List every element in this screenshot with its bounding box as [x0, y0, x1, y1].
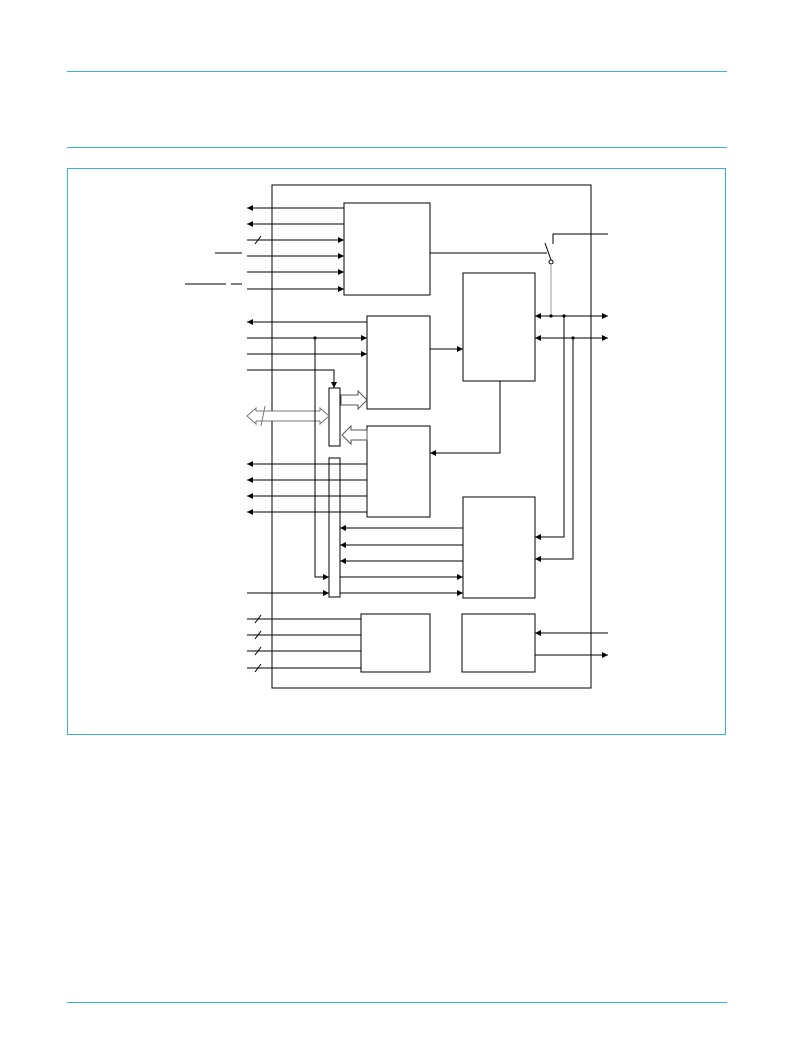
signal-line: [535, 338, 574, 562]
footer-rule: [67, 1002, 727, 1003]
overbar: [185, 252, 242, 285]
block-lower-middle: [366, 425, 431, 518]
header-rule-bottom: [67, 147, 727, 148]
junction-dot: [549, 314, 553, 318]
junction-dot: [313, 336, 317, 340]
junction-dot: [562, 314, 566, 318]
switch-icon: [430, 233, 608, 316]
signal-line: [247, 369, 337, 388]
bus-width-slash-icon: [254, 235, 266, 673]
header-rule-top: [67, 71, 727, 72]
bus-bar-lower: [328, 457, 341, 598]
chip-outline: [271, 184, 592, 689]
signal-line: [535, 316, 565, 540]
bus-bar-upper: [328, 387, 341, 447]
figure-frame: [67, 168, 726, 735]
bus-arrow-icon: [340, 389, 368, 446]
block-bottom-left: [360, 613, 431, 673]
bus-arrow-icon: [246, 406, 330, 426]
block-bottom-right: [461, 613, 536, 673]
signal-line: [314, 338, 329, 580]
junction-dot: [571, 336, 575, 340]
block-top-interface: [343, 202, 431, 296]
signal-line: [430, 381, 501, 456]
block-right-upper: [462, 272, 536, 382]
block-upper-middle: [366, 315, 431, 410]
block-right-lower: [462, 496, 536, 599]
